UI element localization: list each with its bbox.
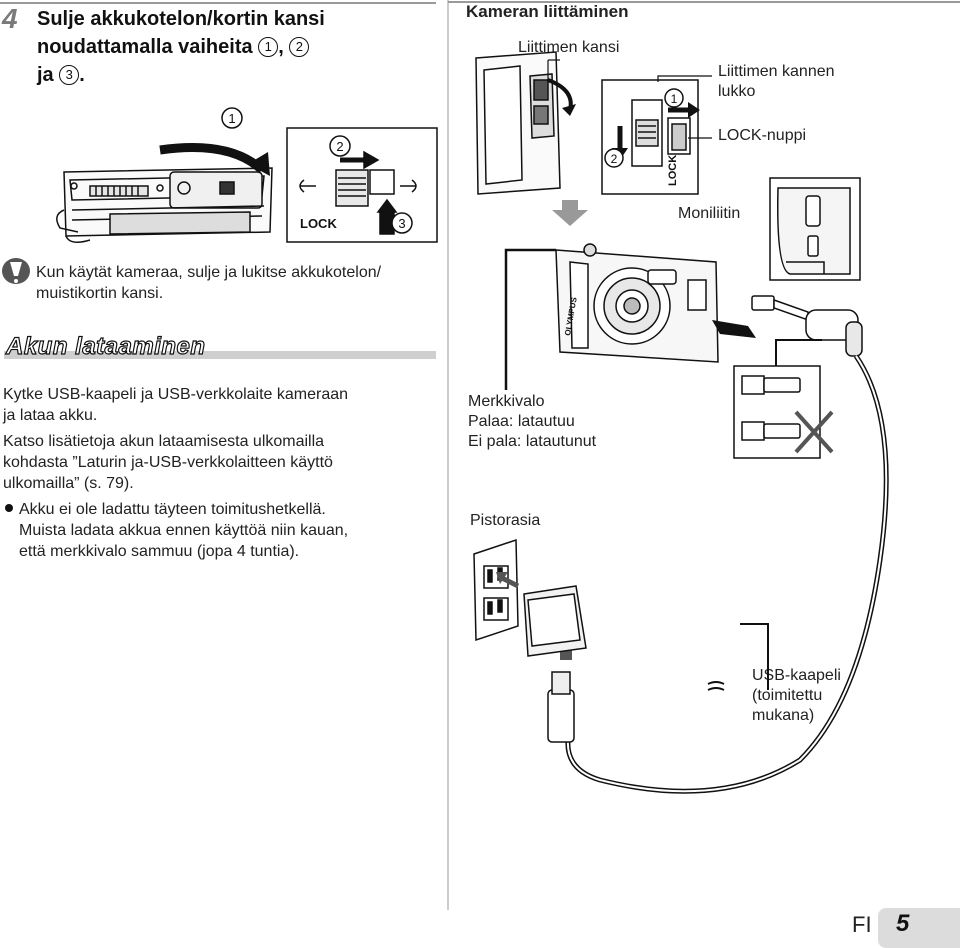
cover-lock-line1: Liittimen kannen — [718, 63, 835, 80]
lock-button-label: LOCK-nuppi — [718, 127, 807, 144]
latch-lock-label: LOCK — [300, 216, 337, 231]
usb-plug-camera — [751, 295, 863, 357]
camera-bottom-drawing — [56, 167, 273, 243]
usb-cable-line2: (toimitettu — [752, 687, 823, 704]
wall-outlet — [473, 538, 519, 642]
indicator-line1: Merkkivalo — [468, 393, 545, 410]
indicator-line2: Palaa: latautuu — [468, 413, 575, 430]
cover-lock-line2: lukko — [718, 83, 756, 100]
p1-line2: ja lataa akku. — [3, 407, 98, 424]
page-number-box — [878, 908, 960, 948]
connector-cover-label: Liittimen kansi — [518, 39, 620, 56]
callout-2-circle — [329, 135, 351, 157]
language-code: FI — [852, 912, 872, 937]
section-bar — [4, 351, 436, 359]
caution-line1: Kun käytät kameraa, sulje ja lukitse akk… — [36, 264, 382, 281]
caution-icon — [2, 258, 30, 284]
step-title-and: ja — [37, 64, 54, 86]
usb-cable-label: USB-kaapeli (toimitettu mukana) — [752, 666, 841, 726]
indicator-label: Merkkivalo Palaa: latautuu Ei pala: lata… — [468, 392, 596, 452]
camera-front-drawing — [555, 243, 719, 363]
body-text: Kytke USB-kaapeli ja USB-verkkolaite kam… — [3, 384, 435, 562]
p2-line2: kohdasta ”Laturin ja-USB-verkkolaitteen … — [3, 454, 333, 471]
p2-line3: ulkomailla” (s. 79). — [3, 475, 134, 492]
page-number: 5 — [896, 910, 910, 937]
right-callout-2: 2 — [611, 152, 618, 166]
section-heading: Akun lataaminen — [5, 332, 206, 360]
step-title-line1: Sulje akkukotelon/kortin kansi — [37, 8, 325, 30]
step-title-line2: noudattamalla vaiheita — [37, 36, 253, 58]
callout-1-circle — [221, 107, 243, 129]
indicator-line3: Ei pala: latautunut — [468, 433, 597, 450]
usb-cable-line3: mukana) — [752, 707, 815, 724]
step-title: Sulje akkukotelon/kortin kansi noudattam… — [37, 5, 427, 89]
top-rule — [0, 2, 436, 4]
circle-2: 2 — [289, 37, 310, 57]
separator: , — [278, 36, 284, 58]
usb-cable-line1: USB-kaapeli — [752, 667, 841, 684]
connector-detail-box — [769, 177, 861, 281]
down-arrow — [552, 200, 588, 226]
cover-lock-label: Liittimen kannen lukko — [718, 62, 835, 102]
bullet-line2: Muista ladata akkua ennen käyttöä niin k… — [19, 522, 349, 539]
multi-connector-label: Moniliitin — [678, 205, 741, 222]
plug-in-arrow — [500, 575, 520, 589]
step-title-end: . — [79, 64, 85, 86]
p1-line1: Kytke USB-kaapeli ja USB-verkkolaite kam… — [3, 386, 349, 403]
usb-cable-line — [565, 354, 889, 794]
wrong-cross-icon — [794, 410, 834, 454]
bullet-line3: että merkkivalo sammuu (jopa 4 tuntia). — [19, 543, 300, 560]
bullet-line1: Akku ei ole ladattu täyteen toimitushetk… — [19, 501, 326, 518]
usb-ac-adapter — [523, 585, 587, 657]
outlet-label: Pistorasia — [470, 512, 541, 529]
circle-1: 1 — [258, 37, 279, 57]
bullet-dot — [5, 504, 13, 512]
usb-plug-adapter — [547, 671, 575, 743]
close-arrow — [159, 143, 270, 176]
p2-line1: Katso lisätietoja akun lataamisesta ulko… — [3, 433, 325, 450]
camera-side-drawing — [475, 51, 561, 195]
right-callout-1: 1 — [671, 92, 678, 106]
step-number: 4 — [2, 3, 18, 34]
caution-line2: muistikortin kansi. — [36, 285, 164, 302]
callout-3-circle — [391, 212, 413, 234]
circle-3: 3 — [59, 65, 80, 85]
caution-text: Kun käytät kameraa, sulje ja lukitse akk… — [36, 262, 436, 304]
callout-3-text: 3 — [398, 216, 405, 231]
callout-2-text: 2 — [336, 139, 343, 154]
connector-comparison-box — [733, 365, 821, 459]
lock-detail-lock-label: LOCK — [667, 155, 679, 186]
callout-1-text: 1 — [228, 111, 235, 126]
right-figure-title: Kameran liittäminen — [466, 2, 629, 21]
